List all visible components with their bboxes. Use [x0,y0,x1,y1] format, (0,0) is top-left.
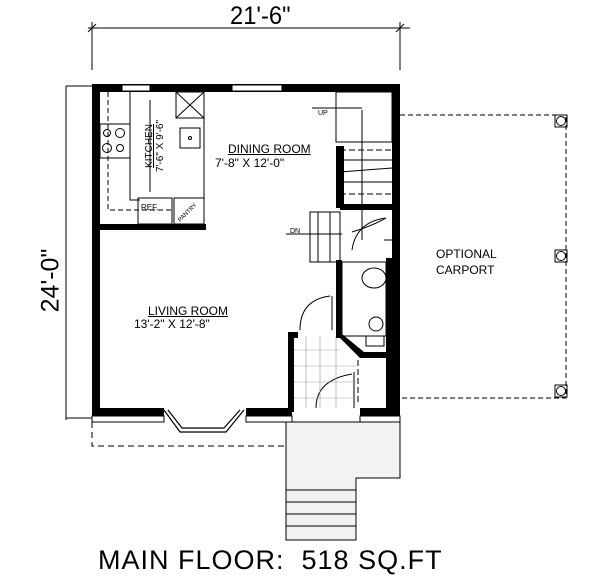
carport-line-1: OPTIONAL [436,247,497,261]
dimension-left [65,85,92,420]
carport-line-2: CARPORT [436,263,495,277]
living-room-dims: 13'-2" X 12'-8" [134,317,210,331]
dining-room-dims: 7'-8" X 12'-0" [215,156,285,170]
stairs-down-label: DN [290,228,301,235]
carport-posts [554,114,568,398]
bathroom-tile [292,336,356,408]
kitchen-label: KITCHEN 7'-6" X 9'-6" [140,100,170,200]
carport-label: OPTIONAL CARPORT [436,246,497,278]
entry-stoop [285,421,401,541]
overall-depth-dimension: 24'-0" [36,248,65,313]
bay-window [163,409,245,433]
stairs-up-label: UP [318,110,328,117]
stairs [286,91,393,263]
dimension-top [87,22,410,70]
carport-outline [400,114,567,399]
overall-width-dimension: 21'-6" [230,2,291,30]
floor-area-title: MAIN FLOOR: 518 SQ.FT [98,545,443,575]
refrigerator-label: REF. [141,203,159,212]
kitchen-name: KITCHEN [144,124,155,168]
dining-room-name: DINING ROOM [228,142,311,156]
kitchen-dims: 7'-6" X 9'-6" [155,119,166,173]
living-room-name: LIVING ROOM [148,304,229,318]
